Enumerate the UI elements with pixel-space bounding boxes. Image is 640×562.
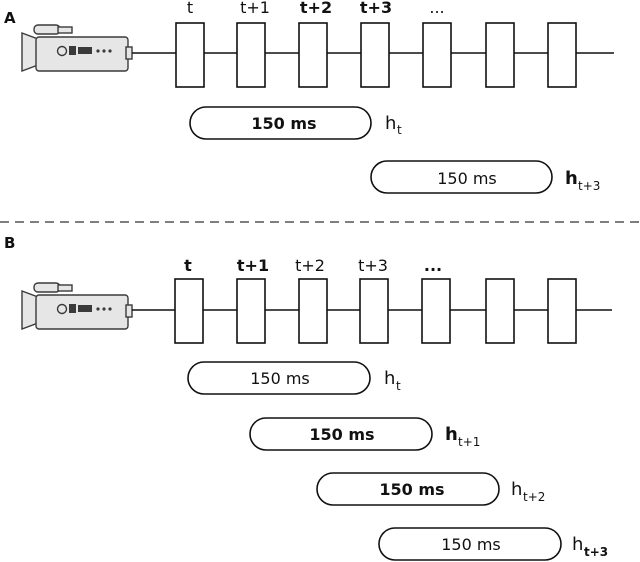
frame-box <box>298 22 328 88</box>
frame-label: ... <box>429 0 444 17</box>
frame-label: t+2 <box>300 0 332 17</box>
panel-label: B <box>4 234 15 252</box>
frame-box <box>236 22 266 88</box>
frame-box <box>175 22 205 88</box>
frame-box <box>174 278 204 344</box>
frame-box <box>421 278 451 344</box>
frame-box <box>485 22 515 88</box>
window-h: h <box>572 534 583 555</box>
frame-box <box>422 22 452 88</box>
frame-box <box>236 278 266 344</box>
window-h-sub: t+2 <box>523 490 545 504</box>
window-duration: 150 ms <box>437 169 497 188</box>
window-h: h <box>385 113 396 134</box>
frame-label: ... <box>424 256 442 275</box>
frame-label: t+1 <box>240 0 270 17</box>
time-window <box>187 361 371 395</box>
video-camera-icon <box>21 282 133 330</box>
window-h-sub: t <box>397 123 402 137</box>
frame-label: t+3 <box>358 256 388 275</box>
window-duration: 150 ms <box>309 425 374 444</box>
frame-box <box>547 22 577 88</box>
frame-box <box>547 278 577 344</box>
window-h-sub: t <box>396 379 401 393</box>
time-window <box>189 106 372 140</box>
frame-label: t+2 <box>295 256 325 275</box>
frame-box <box>485 278 515 344</box>
window-h-sub: t+3 <box>584 545 608 559</box>
time-window <box>249 417 433 451</box>
window-h: h <box>445 424 458 445</box>
frame-box <box>359 278 389 344</box>
window-h: h <box>565 168 578 189</box>
window-duration: 150 ms <box>250 369 310 388</box>
window-h: h <box>384 368 395 389</box>
window-h: h <box>511 479 522 500</box>
time-window <box>316 472 500 506</box>
frame-label: t <box>187 0 193 17</box>
frame-box <box>360 22 390 88</box>
time-window <box>370 160 553 194</box>
frame-label: t <box>184 256 192 275</box>
frame-box <box>298 278 328 344</box>
frame-label: t+1 <box>237 256 269 275</box>
time-window <box>378 527 562 561</box>
window-h-sub: t+1 <box>458 435 480 449</box>
window-duration: 150 ms <box>441 535 501 554</box>
video-camera-icon <box>21 24 133 72</box>
panel-label: A <box>4 9 16 27</box>
frame-label: t+3 <box>360 0 392 17</box>
window-h-sub: t+3 <box>578 179 600 193</box>
window-duration: 150 ms <box>379 480 444 499</box>
window-duration: 150 ms <box>251 114 316 133</box>
